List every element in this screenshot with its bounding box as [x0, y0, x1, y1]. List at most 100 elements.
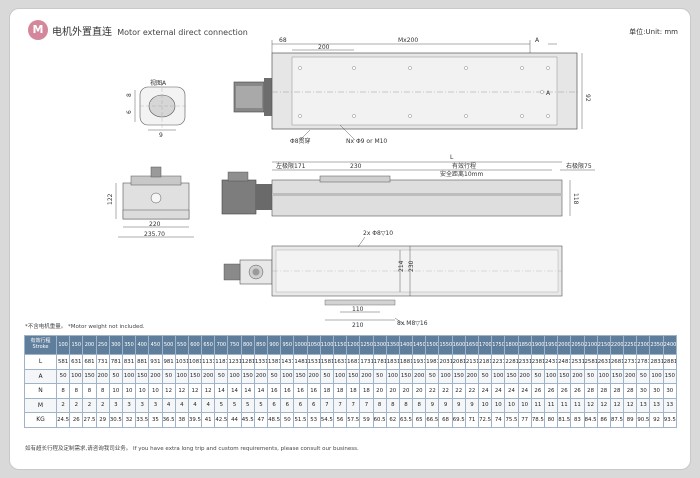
table-cell: 77 — [517, 412, 532, 428]
table-cell: 50 — [266, 368, 282, 384]
table-cell: 32 — [121, 412, 137, 428]
stroke-header-cell: 700 — [214, 335, 229, 355]
stroke-header-cell: 2000 — [557, 335, 572, 355]
stroke-header-cell: 100 — [55, 335, 71, 355]
table-cell: 8 — [372, 397, 387, 413]
stroke-header-cell: 600 — [187, 335, 203, 355]
motor-side — [221, 179, 257, 215]
dim-220: 220 — [149, 221, 161, 228]
table-cell: 28 — [583, 383, 598, 399]
table-cell: 36.5 — [161, 412, 176, 428]
stroke-header-cell: 1000 — [293, 335, 308, 355]
table-cell: 2481 — [557, 354, 572, 370]
effective-stroke: 有效行程 — [452, 162, 476, 170]
table-cell: 10 — [477, 397, 493, 413]
table-cell: 2581 — [583, 354, 598, 370]
table-cell: 7 — [319, 397, 334, 413]
motor-coupling — [264, 78, 274, 116]
table-cell: 26 — [69, 412, 84, 428]
table-cell: 200 — [517, 368, 532, 384]
table-cell: 150 — [398, 368, 414, 384]
table-cell: 75.5 — [504, 412, 519, 428]
table-cell: 11 — [543, 397, 559, 413]
table-cell: 2781 — [636, 354, 651, 370]
table-cell: 200 — [464, 368, 480, 384]
table-cell: 30 — [649, 383, 664, 399]
table-cell: 30 — [662, 383, 678, 399]
table-cell: 581 — [55, 354, 71, 370]
table-cell: 80 — [543, 412, 559, 428]
table-cell: 100 — [332, 368, 348, 384]
end-view-a — [134, 82, 188, 131]
table-cell: 1731 — [359, 354, 374, 370]
table-cell: 86 — [596, 412, 611, 428]
stroke-header-cell: 2050 — [570, 335, 585, 355]
table-cell: 150 — [609, 368, 625, 384]
table-cell: 30.5 — [108, 412, 123, 428]
table-cell: 50 — [55, 368, 71, 384]
stroke-header-cell: 1300 — [372, 335, 387, 355]
stroke-header-cell: 850 — [253, 335, 269, 355]
table-cell: 69.5 — [451, 412, 466, 428]
table-cell: 26 — [570, 383, 585, 399]
table-cell: 12 — [174, 383, 189, 399]
table-cell: 12 — [596, 397, 611, 413]
table-cell: 18 — [346, 383, 361, 399]
table-cell: 1281 — [240, 354, 255, 370]
table-cell: 200 — [412, 368, 427, 384]
table-cell: 47 — [253, 412, 269, 428]
table-cell: 831 — [121, 354, 137, 370]
table-cell: 20 — [398, 383, 414, 399]
table-cell: 24 — [517, 383, 532, 399]
dim-l: L — [450, 154, 454, 161]
dim-a-hole: A — [546, 90, 551, 97]
table-cell: 66.5 — [425, 412, 440, 428]
table-cell: 9 — [425, 397, 440, 413]
carriage-side — [319, 175, 391, 183]
table-cell: 29 — [95, 412, 110, 428]
table-cell: 53 — [306, 412, 321, 428]
stroke-header-cell: 2250 — [623, 335, 638, 355]
table-cell: 1081 — [187, 354, 203, 370]
table-cell: 83 — [570, 412, 585, 428]
motor-face — [236, 86, 262, 108]
table-cell: 4 — [174, 397, 189, 413]
table-cell: 22 — [425, 383, 440, 399]
table-cell: 22 — [451, 383, 466, 399]
section-title: 电机外置直连 Motor external direct connection — [52, 23, 248, 38]
table-cell: 1631 — [332, 354, 348, 370]
rail-body-side — [271, 179, 563, 217]
table-cell: 7 — [359, 397, 374, 413]
table-cell: 20 — [412, 383, 427, 399]
table-cell: 16 — [280, 383, 295, 399]
stroke-header-cell: 1800 — [504, 335, 519, 355]
dim-8: 8 — [126, 93, 133, 97]
dim-92: 92 — [584, 94, 591, 102]
table-cell: 100 — [596, 368, 611, 384]
stroke-header-cell: 1200 — [346, 335, 361, 355]
table-cell: 1481 — [293, 354, 308, 370]
row-label: A — [24, 368, 57, 384]
table-cell: 8 — [55, 383, 71, 399]
table-cell: 1181 — [214, 354, 229, 370]
stroke-header-cell: 450 — [148, 335, 163, 355]
table-cell: 1431 — [280, 354, 295, 370]
stroke-header-cell: 1050 — [306, 335, 321, 355]
table-cell: 33.5 — [135, 412, 150, 428]
table-cell: 2031 — [438, 354, 453, 370]
table-cell: 2081 — [451, 354, 466, 370]
table-cell: 13 — [662, 397, 678, 413]
stroke-header-cell: 1350 — [385, 335, 400, 355]
table-cell: 2831 — [649, 354, 664, 370]
table-cell: 50 — [530, 368, 545, 384]
hole-label-bottom: 8x M8▽16 — [397, 320, 428, 327]
table-cell: 13 — [649, 397, 664, 413]
table-cell: 5 — [214, 397, 229, 413]
table-cell: 11 — [530, 397, 545, 413]
table-cell: 8 — [385, 397, 400, 413]
stroke-header-cell: 1500 — [425, 335, 440, 355]
table-cell: 150 — [82, 368, 97, 384]
table-cell: 2 — [69, 397, 84, 413]
